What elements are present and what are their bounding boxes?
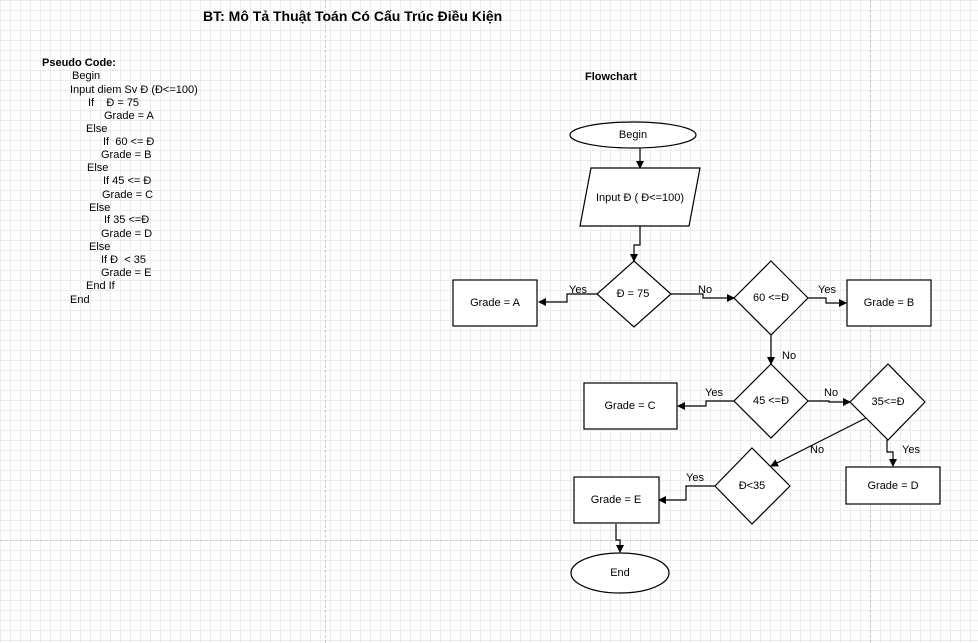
pseudo-line: Else: [89, 202, 111, 214]
process-grade-b: [846, 279, 932, 327]
d5-label: Đ<35: [739, 480, 766, 492]
d2-label: 60 <=Đ: [753, 292, 789, 304]
decision-d2: [733, 260, 809, 336]
edge-label-d1-yes: Yes: [569, 284, 587, 296]
arrow-d3-yes-to-gradeC: [677, 400, 734, 410]
grade-c-label: Grade = C: [604, 400, 655, 412]
arrow-d4-no-to-d5: [770, 417, 867, 467]
end-terminal: [570, 552, 670, 594]
pseudo-line: Grade = B: [101, 149, 152, 161]
process-grade-c: [583, 382, 678, 430]
pseudo-code-heading: Pseudo Code:: [42, 57, 116, 69]
process-grade-e: [573, 476, 660, 524]
process-grade-d: [845, 466, 941, 505]
process-grade-a: [452, 279, 538, 327]
pseudo-line: If 45 <= Đ: [103, 175, 152, 187]
edge-label-d1-no: No: [698, 284, 712, 296]
pseudo-line: If 60 <= Đ: [103, 136, 155, 148]
edge-label-d2-yes: Yes: [818, 284, 836, 296]
arrow-d1-yes-to-gradeA: [538, 293, 597, 306]
end-label: End: [610, 567, 630, 579]
input-label: Input Đ ( Đ<=100): [596, 192, 684, 204]
edge-label-d3-no: No: [824, 387, 838, 399]
pseudo-line: If Đ < 35: [101, 254, 146, 266]
pseudo-line: Else: [89, 241, 111, 253]
page-divider-horizontal: [0, 540, 978, 541]
arrow-d3-no-to-d4: [808, 398, 851, 406]
edge-label-d3-yes: Yes: [705, 387, 723, 399]
arrow-gradeE-to-end: [615, 524, 624, 553]
pseudo-line: Begin: [72, 70, 101, 82]
pseudo-line: End If: [86, 280, 115, 292]
grade-d-label: Grade = D: [867, 480, 918, 492]
flowchart-title: Flowchart: [585, 71, 637, 83]
begin-label: Begin: [619, 129, 647, 141]
pseudo-line: Grade = C: [102, 189, 154, 201]
decision-d3: [733, 363, 809, 439]
d3-label: 45 <=Đ: [753, 395, 789, 407]
pseudo-line: Grade = D: [101, 228, 153, 240]
pseudo-line: Grade = A: [104, 110, 154, 122]
edge-label-d4-yes: Yes: [902, 444, 920, 456]
edge-label-d5-yes: Yes: [686, 472, 704, 484]
page-title: BT: Mô Tả Thuật Toán Có Cấu Trúc Điều Ki…: [203, 8, 503, 24]
grade-b-label: Grade = B: [864, 297, 914, 309]
d1-label: Đ = 75: [617, 288, 650, 300]
pseudo-line: Input diem Sv Đ (Đ<=100): [70, 84, 198, 96]
pseudo-line: If Đ = 75: [88, 97, 140, 109]
begin-terminal: [569, 121, 697, 149]
pseudo-line: If 35 <=Đ: [104, 214, 150, 226]
d4-label: 35<=Đ: [871, 396, 904, 408]
page-divider-vertical-1: [325, 0, 326, 643]
grade-a-label: Grade = A: [470, 297, 521, 309]
arrow-input-to-d1: [630, 226, 641, 262]
edge-label-d4-no: No: [810, 444, 824, 456]
grade-e-label: Grade = E: [591, 494, 641, 506]
arrow-d4-yes-to-gradeD: [886, 438, 897, 467]
pseudo-line: End: [70, 294, 90, 306]
pseudo-line: Else: [86, 123, 108, 135]
decision-d5: [714, 447, 791, 525]
arrow-d5-yes-to-gradeE: [658, 485, 715, 504]
pseudo-line: Grade = E: [101, 267, 152, 279]
input-parallelogram: [579, 167, 701, 227]
arrow-d2-yes-to-gradeB: [808, 297, 847, 307]
decision-d4: [849, 363, 926, 441]
arrow-d1-no-to-d2: [671, 293, 735, 302]
decision-d1: [596, 260, 672, 328]
edge-label-d2-no: No: [782, 350, 796, 362]
pseudo-line: Else: [87, 162, 109, 174]
